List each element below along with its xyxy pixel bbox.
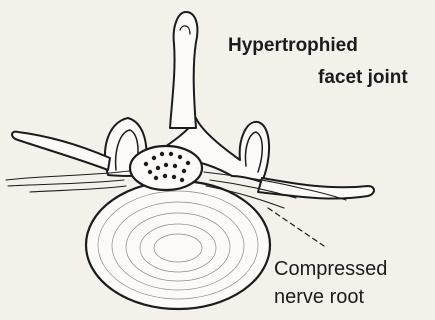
facet-label-line2: facet joint bbox=[318, 68, 408, 89]
nerve-label-line2: nerve root bbox=[274, 286, 364, 308]
facet-label-line1: Hypertrophied bbox=[228, 36, 358, 57]
right-transverse-process bbox=[258, 178, 374, 199]
spinous-process bbox=[170, 12, 197, 128]
nerve-label-line1: Compressed bbox=[274, 258, 387, 280]
vertebral-body bbox=[86, 181, 270, 309]
spinal-canal bbox=[130, 146, 202, 190]
nerve-root-leader-line bbox=[268, 208, 324, 246]
left-transverse-process bbox=[12, 132, 110, 170]
